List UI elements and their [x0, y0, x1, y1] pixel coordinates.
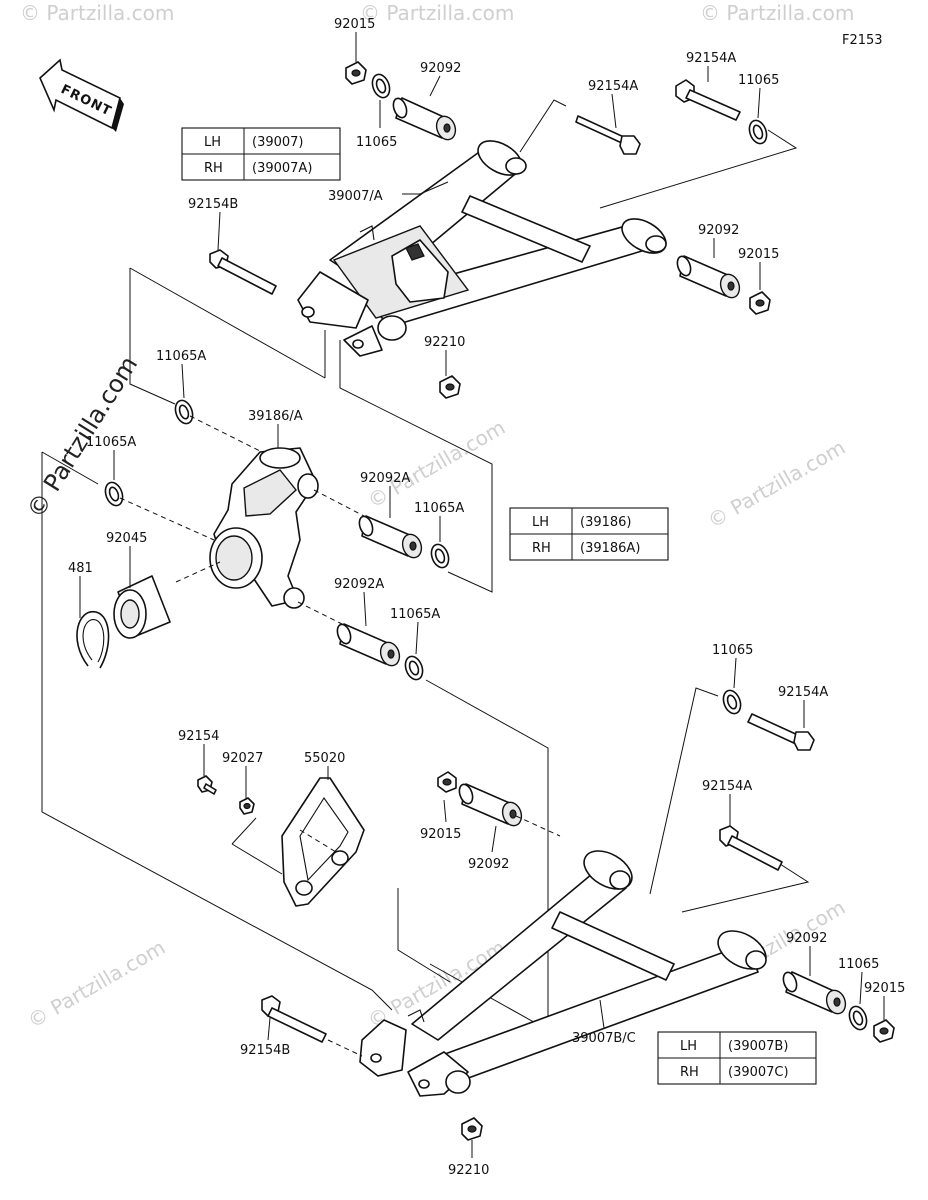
- watermark-1: © Partzilla.com: [20, 1, 174, 25]
- label-11065-lower: 11065: [712, 643, 753, 658]
- label-92092-top: 92092: [420, 61, 461, 76]
- table-knuckle-side-1: RH: [532, 541, 551, 556]
- label-92015-top: 92015: [334, 17, 375, 32]
- watermark-2: © Partzilla.com: [360, 1, 514, 25]
- table-lower-part-0: (39007B): [728, 1039, 788, 1054]
- washer-icon: [430, 543, 450, 569]
- label-11065A-1: 11065A: [156, 349, 206, 364]
- figure-code: F2153: [842, 33, 883, 48]
- bolt-icon: [719, 825, 783, 871]
- nut-icon: [239, 797, 255, 815]
- bolt-icon: [261, 995, 327, 1043]
- label-92015-upper-right: 92015: [738, 247, 779, 262]
- label-92015-lower-right: 92015: [864, 981, 905, 996]
- label-92154B-lower: 92154B: [240, 1043, 290, 1058]
- label-11065A-4: 11065A: [390, 607, 440, 622]
- label-92015-mid: 92015: [420, 827, 461, 842]
- label-92210-upper: 92210: [424, 335, 465, 350]
- label-92154B-upper: 92154B: [188, 197, 238, 212]
- nut-icon: [461, 1117, 483, 1141]
- nut-icon: [345, 61, 367, 85]
- label-11065-topright: 11065: [738, 73, 779, 88]
- washer-icon: [404, 655, 424, 681]
- table-lower-side-1: RH: [680, 1065, 699, 1080]
- table-upper-part-1: (39007A): [252, 161, 312, 176]
- washer-icon: [848, 1005, 868, 1031]
- bolt-icon: [675, 79, 741, 121]
- guard-plate: [197, 775, 365, 907]
- table-knuckle-part-1: (39186A): [580, 541, 640, 556]
- table-knuckle-part-0: (39186): [580, 515, 632, 530]
- table-knuckle: LH (39186) RH (39186A): [509, 507, 669, 561]
- watermarks: © Partzilla.com © Partzilla.com © Partzi…: [20, 1, 854, 1033]
- label-11065-lower-right: 11065: [838, 957, 879, 972]
- label-92092-mid: 92092: [468, 857, 509, 872]
- table-lower-side-0: LH: [680, 1039, 697, 1054]
- label-39186-A: 39186/A: [248, 409, 303, 424]
- table-lower-part-1: (39007C): [728, 1065, 789, 1080]
- label-39007B-C: 39007B/C: [572, 1031, 636, 1046]
- table-upper-arm: LH (39007) RH (39007A): [181, 127, 341, 181]
- table-knuckle-side-0: LH: [532, 515, 549, 530]
- label-92092-lower-right: 92092: [786, 931, 827, 946]
- label-92092-upper-right: 92092: [698, 223, 739, 238]
- washer-icon: [174, 399, 194, 425]
- bushing-icon: [458, 783, 523, 827]
- knuckle-hardware: [76, 399, 450, 681]
- watermark-6: © Partzilla.com: [24, 935, 170, 1033]
- label-92154A-top2: 92154A: [686, 51, 736, 66]
- table-upper-side-0: LH: [204, 135, 221, 150]
- label-92092A-2: 92092A: [334, 577, 384, 592]
- watermark-4: © Partzilla.com: [364, 415, 510, 513]
- washer-icon: [371, 73, 391, 99]
- table-upper-part-0: (39007): [252, 135, 304, 150]
- label-92027: 92027: [222, 751, 263, 766]
- nut-icon: [439, 375, 461, 399]
- table-lower-arm: LH (39007B) RH (39007C): [657, 1031, 817, 1085]
- label-92154: 92154: [178, 729, 219, 744]
- label-92154A-lower1: 92154A: [778, 685, 828, 700]
- part-labels: 92015 92092 11065 92154A 92154A 11065 39…: [68, 17, 905, 1178]
- circlip-icon: [76, 611, 110, 669]
- front-arrow-icon: FRONT: [39, 58, 124, 132]
- knuckle: [209, 447, 319, 609]
- bushing-icon: [782, 971, 847, 1015]
- washer-icon: [748, 119, 768, 145]
- leader-lines: [79, 32, 885, 1158]
- lower-a-arm: [359, 850, 767, 1097]
- watermark-5: © Partzilla.com: [704, 435, 850, 533]
- washer-icon: [722, 689, 742, 715]
- watermark-3: © Partzilla.com: [700, 1, 854, 25]
- upper-hardware: [209, 61, 771, 399]
- label-55020: 55020: [304, 751, 345, 766]
- bushing-icon: [392, 97, 457, 141]
- nut-icon: [749, 291, 771, 315]
- label-11065A-2: 11065A: [86, 435, 136, 450]
- label-92092A-1: 92092A: [360, 471, 410, 486]
- nut-icon: [873, 1019, 895, 1043]
- bolt-icon: [209, 249, 277, 295]
- lower-hardware: [261, 689, 895, 1141]
- bolt-icon: [747, 713, 815, 751]
- bushing-icon: [336, 623, 401, 667]
- label-11065-top: 11065: [356, 135, 397, 150]
- bolt-icon: [197, 775, 217, 795]
- nut-icon: [437, 771, 457, 793]
- table-upper-side-1: RH: [204, 161, 223, 176]
- bushing-icon: [358, 515, 423, 559]
- label-92154A-lower2: 92154A: [702, 779, 752, 794]
- label-92210-lower: 92210: [448, 1163, 489, 1178]
- bearing-icon: [113, 575, 171, 639]
- label-92045: 92045: [106, 531, 147, 546]
- label-39007-A: 39007/A: [328, 189, 383, 204]
- label-481: 481: [68, 561, 93, 576]
- label-92154A-top1: 92154A: [588, 79, 638, 94]
- bolt-icon: [575, 115, 641, 155]
- label-11065A-3: 11065A: [414, 501, 464, 516]
- bushing-icon: [676, 255, 741, 299]
- upper-a-arm: [297, 140, 667, 357]
- washer-icon: [104, 481, 124, 507]
